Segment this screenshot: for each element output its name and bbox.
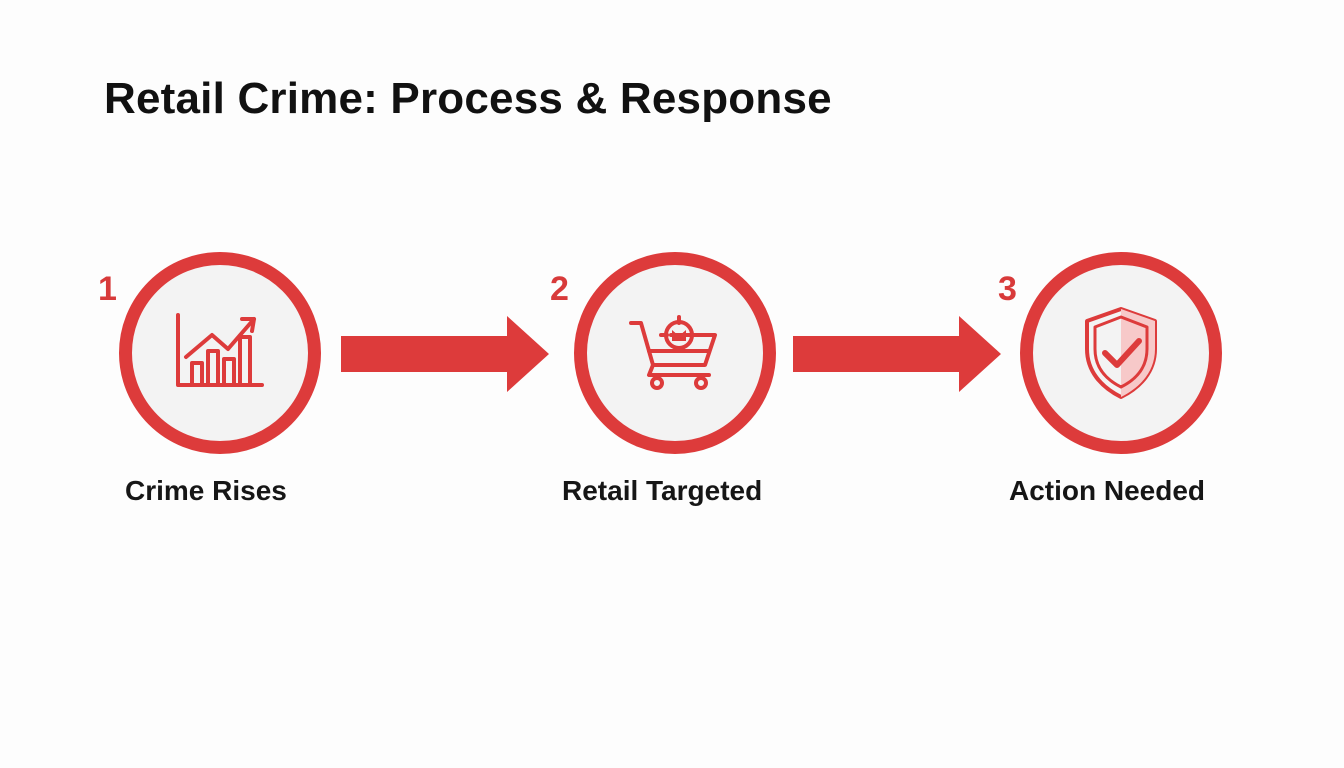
step-1-circle [119,252,321,454]
page-title: Retail Crime: Process & Response [104,74,832,123]
targeted-cart-icon [629,315,717,390]
shield-check-icon [1085,307,1157,399]
rising-chart-icon [176,313,264,387]
arrow-right-icon [793,316,1001,392]
arrow-right-icon [341,316,549,392]
step-2-circle [574,252,776,454]
step-1-label: Crime Rises [125,475,287,506]
step-3-label: Action Needed [1009,475,1206,506]
step-3-number: 3 [998,270,1017,308]
step-1-number: 1 [98,270,117,308]
step-3-circle [1020,252,1222,454]
step-2-number: 2 [550,270,569,308]
step-2-label: Retail Targeted [562,475,763,506]
